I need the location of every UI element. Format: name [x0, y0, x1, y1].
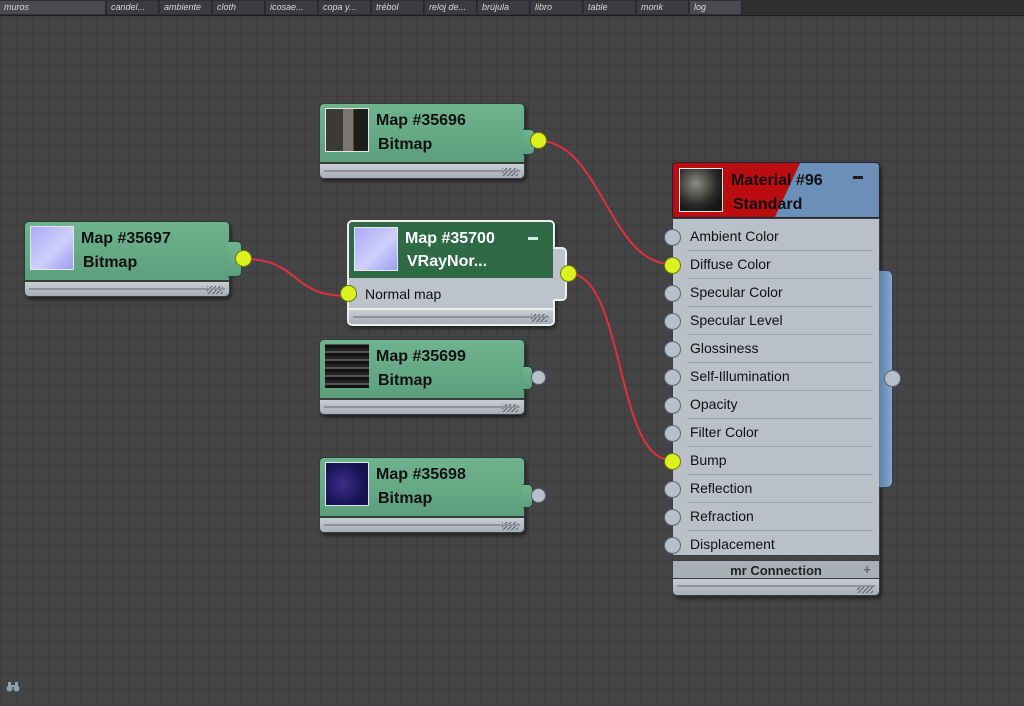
slot-self-illumination[interactable]: Self-Illumination — [664, 363, 879, 391]
node-title: Map #35697 — [81, 230, 171, 247]
node-type: Bitmap — [83, 254, 138, 271]
node-footer — [319, 163, 525, 179]
slot-reflection[interactable]: Reflection — [664, 475, 879, 503]
collapse-minus-icon[interactable] — [528, 237, 538, 240]
slot-glossiness[interactable]: Glossiness — [664, 335, 879, 363]
tab-copa[interactable]: copa y... — [319, 1, 371, 14]
slot-displacement[interactable]: Displacement — [664, 531, 879, 559]
slot-filter-color[interactable]: Filter Color — [664, 419, 879, 447]
collapse-minus-icon[interactable] — [853, 176, 863, 179]
input-socket[interactable] — [664, 229, 681, 246]
node-footer — [672, 578, 880, 596]
resize-grip-icon[interactable] — [502, 522, 518, 530]
tab-ambiente[interactable]: ambiente — [160, 1, 212, 14]
node-type: VRayNor... — [407, 253, 488, 270]
output-socket[interactable] — [531, 488, 546, 503]
tab-bar: muros candel... ambiente cloth icosae...… — [0, 0, 1024, 16]
input-socket[interactable] — [664, 313, 681, 330]
output-socket[interactable] — [530, 132, 547, 149]
tab-brujula[interactable]: brújula — [478, 1, 530, 14]
bitmap-thumbnail — [325, 344, 369, 388]
normal-map-thumbnail — [354, 227, 398, 271]
tab-monk[interactable]: monk — [637, 1, 689, 14]
node-footer — [319, 517, 525, 533]
node-map-35700[interactable]: Map #35700 VRayNor... Normal map — [340, 220, 577, 326]
tab-cloth[interactable]: cloth — [213, 1, 265, 14]
slot-ambient-color[interactable]: Ambient Color — [664, 223, 879, 251]
resize-grip-icon[interactable] — [857, 585, 873, 593]
input-socket[interactable] — [664, 257, 681, 274]
output-socket[interactable] — [560, 265, 577, 282]
material-slot-list: Ambient Color Diffuse Color Specular Col… — [664, 218, 880, 559]
resize-grip-icon[interactable] — [502, 404, 518, 412]
node-title: Material #96 — [731, 172, 823, 189]
node-type: Bitmap — [378, 136, 433, 153]
node-footer — [347, 308, 555, 326]
bitmap-thumbnail — [325, 108, 369, 152]
input-socket[interactable] — [664, 537, 681, 554]
mr-connection-rollout[interactable]: mr Connection + — [672, 560, 880, 580]
node-title: Map #35696 — [376, 112, 466, 129]
node-map-35696[interactable]: Map #35696 Bitmap — [319, 103, 547, 179]
input-socket[interactable] — [664, 425, 681, 442]
bitmap-thumbnail — [30, 226, 74, 270]
tab-icosae[interactable]: icosae... — [266, 1, 318, 14]
normal-map-input-socket[interactable] — [340, 285, 357, 302]
node-title: Map #35698 — [376, 466, 466, 483]
node-map-35699[interactable]: Map #35699 Bitmap — [319, 339, 546, 415]
tab-muros[interactable]: muros — [0, 1, 106, 14]
tab-reloj[interactable]: reloj de... — [425, 1, 477, 14]
input-socket[interactable] — [664, 481, 681, 498]
input-socket[interactable] — [664, 453, 681, 470]
tab-libro[interactable]: libro — [531, 1, 583, 14]
input-socket[interactable] — [664, 509, 681, 526]
node-type: Standard — [733, 196, 803, 213]
tab-log[interactable]: log — [690, 1, 742, 14]
input-socket[interactable] — [664, 285, 681, 302]
node-map-35698[interactable]: Map #35698 Bitmap — [319, 457, 546, 533]
tab-trebol[interactable]: trébol — [372, 1, 424, 14]
output-socket[interactable] — [531, 370, 546, 385]
node-material-96[interactable]: Material #96 Standard Ambient Color Diff… — [664, 162, 901, 596]
node-footer — [319, 399, 525, 415]
node-title: Map #35699 — [376, 348, 466, 365]
node-map-35697[interactable]: Map #35697 Bitmap — [24, 221, 252, 297]
node-title: Map #35700 — [405, 230, 495, 247]
bitmap-thumbnail — [325, 462, 369, 506]
material-sphere-thumbnail — [679, 168, 723, 212]
material-output-socket[interactable] — [884, 370, 901, 387]
slot-bump[interactable]: Bump — [664, 447, 879, 475]
output-socket[interactable] — [235, 250, 252, 267]
slot-diffuse-color[interactable]: Diffuse Color — [664, 251, 879, 279]
slot-specular-level[interactable]: Specular Level — [664, 307, 879, 335]
node-footer — [24, 281, 230, 297]
binoculars-icon[interactable] — [6, 682, 20, 692]
input-socket[interactable] — [664, 369, 681, 386]
slot-opacity[interactable]: Opacity — [664, 391, 879, 419]
input-socket[interactable] — [664, 341, 681, 358]
resize-grip-icon[interactable] — [502, 168, 518, 176]
resize-grip-icon[interactable] — [207, 286, 223, 294]
tab-candel[interactable]: candel... — [107, 1, 159, 14]
node-type: Bitmap — [378, 490, 433, 507]
slot-label-normal-map: Normal map — [365, 286, 442, 302]
tab-table[interactable]: table — [584, 1, 636, 14]
input-socket[interactable] — [664, 397, 681, 414]
expand-plus-icon[interactable]: + — [863, 562, 871, 577]
slot-specular-color[interactable]: Specular Color — [664, 279, 879, 307]
slot-refraction[interactable]: Refraction — [664, 503, 879, 531]
node-type: Bitmap — [378, 372, 433, 389]
resize-grip-icon[interactable] — [531, 314, 547, 322]
